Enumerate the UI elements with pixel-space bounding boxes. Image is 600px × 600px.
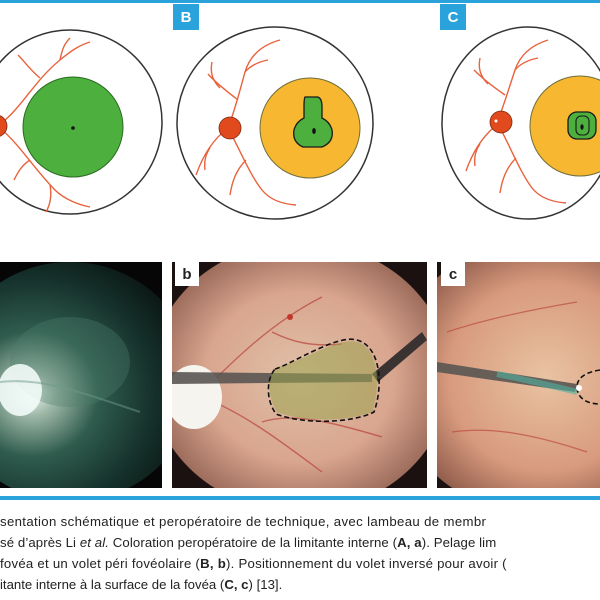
optic-disc-c bbox=[489, 110, 513, 134]
diagram-panel-a bbox=[0, 29, 163, 215]
panel-label-B: B bbox=[173, 4, 199, 30]
panel-label-c: c bbox=[441, 262, 465, 286]
fovea-dot-c bbox=[580, 124, 584, 130]
caption-divider bbox=[0, 496, 600, 500]
caption-line-3: fovéa et un volet péri fovéolaire (B, b)… bbox=[0, 556, 507, 571]
diagram-panel-b bbox=[176, 26, 374, 220]
dashed-peel-outline bbox=[267, 338, 380, 423]
caption-line-2: sé d’après Li et al. Coloration peropéra… bbox=[0, 535, 497, 550]
diagram-panel-c bbox=[441, 26, 600, 220]
caption-line-1: sentation schématique et peropératoire d… bbox=[0, 514, 487, 529]
surgical-photo-b bbox=[172, 262, 427, 488]
inverted-flap-b bbox=[293, 96, 333, 148]
surgical-photo-c bbox=[437, 262, 600, 488]
retinal-vessels-a bbox=[0, 37, 91, 213]
panel-label-C: C bbox=[440, 4, 466, 30]
panel-label-b: b bbox=[175, 262, 199, 286]
caption-line-4: itante interne à la surface de la fovéa … bbox=[0, 577, 283, 592]
fovea-orange-c bbox=[529, 75, 600, 177]
fovea-dot-b bbox=[312, 128, 316, 134]
surgical-photo-a bbox=[0, 262, 162, 488]
optic-disc-a bbox=[0, 115, 8, 137]
disc-spot-c bbox=[494, 119, 498, 123]
schematic-diagrams bbox=[0, 26, 600, 220]
optic-disc-b bbox=[218, 116, 242, 140]
fovea-dot-a bbox=[71, 126, 75, 130]
dashed-peel-outline bbox=[576, 369, 600, 405]
figure-caption: sentation schématique et peropératoire d… bbox=[0, 511, 600, 595]
top-accent-line bbox=[0, 0, 600, 3]
